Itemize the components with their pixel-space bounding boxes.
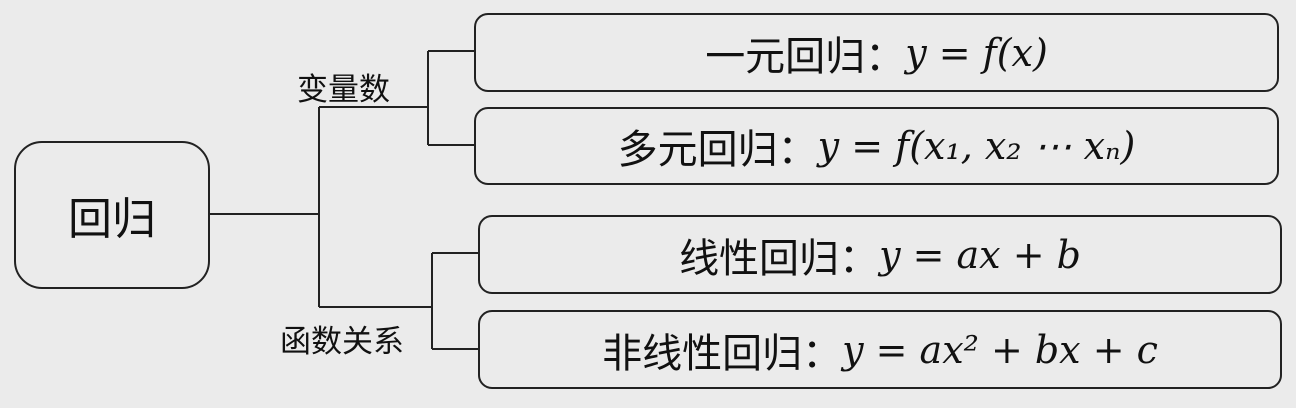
root-node: 回归 [14,141,210,289]
node-name: 多元回归： [617,127,818,173]
node-formula: y = f(x) [905,30,1048,75]
node-formula: y = ax² + bx + c [842,327,1158,372]
branch-label-function: 函数关系 [280,324,404,360]
branch-label-variables: 变量数 [297,72,390,108]
root-label: 回归 [68,194,156,245]
node-formula: y = ax + b [879,232,1081,277]
node-name: 非线性回归： [602,330,843,377]
node-name: 线性回归： [679,235,880,282]
node-name: 一元回归： [705,33,906,80]
node-formula: y = f(x₁, x₂ ⋯ xₙ) [817,124,1136,168]
branch-variables-connector [319,50,475,146]
node-nonlinear: 非线性回归： y = ax² + bx + c [478,310,1282,389]
node-multivariate: 多元回归： y = f(x₁, x₂ ⋯ xₙ) [474,107,1279,185]
branch-function-connector [319,252,479,350]
node-univariate: 一元回归： y = f(x) [474,13,1279,92]
node-linear: 线性回归： y = ax + b [478,215,1282,294]
